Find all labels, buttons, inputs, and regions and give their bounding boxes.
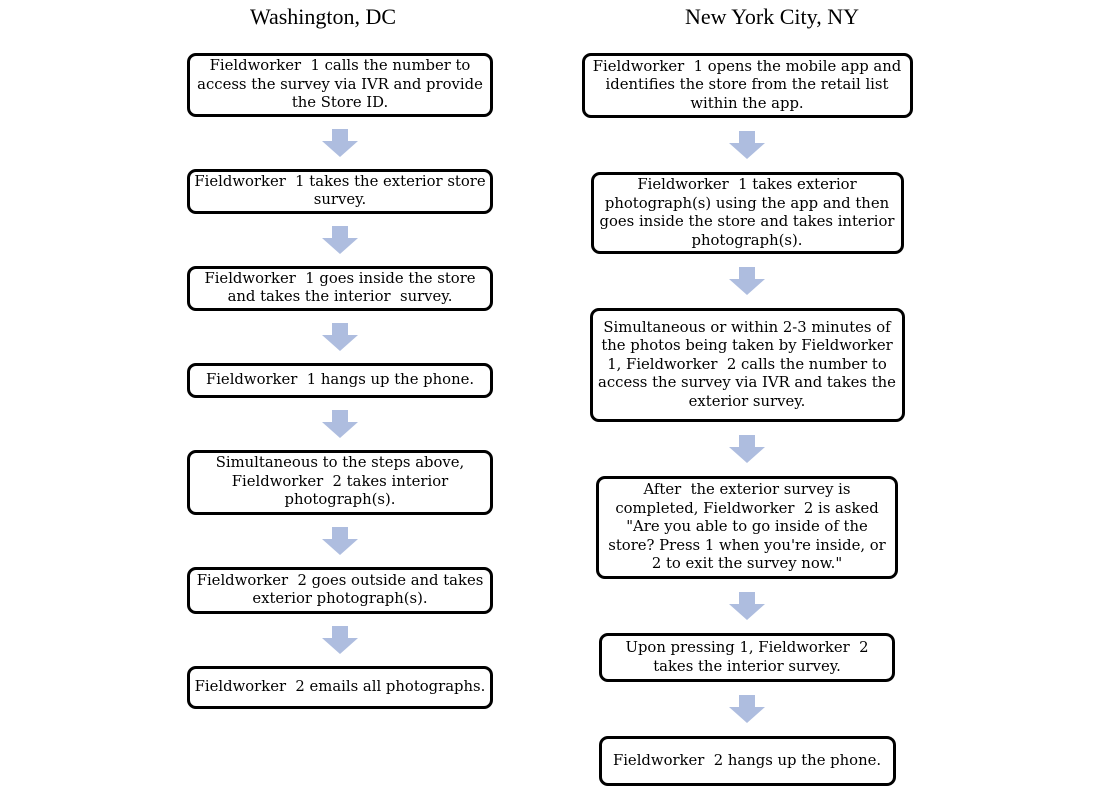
down-arrow-icon bbox=[322, 128, 358, 157]
step-text: Fieldworker 1 opens the mobile app and i… bbox=[592, 57, 902, 112]
step-text: Fieldworker 2 emails all photographs. bbox=[194, 677, 486, 695]
step-text: Simultaneous or within 2-3 minutes of th… bbox=[598, 318, 896, 410]
dc-step-6: Fieldworker 2 goes outside and takes ext… bbox=[187, 566, 493, 614]
down-arrow-icon bbox=[729, 592, 765, 620]
dc-step-1: Fieldworker 1 calls the number to access… bbox=[187, 53, 493, 117]
ny-step-5: Upon pressing 1, Fieldworker 2 takes the… bbox=[599, 633, 895, 682]
step-text: Fieldworker 1 hangs up the phone. bbox=[205, 370, 475, 388]
down-arrow-icon bbox=[729, 131, 765, 159]
column-title-washington-dc: Washington, DC bbox=[249, 4, 397, 29]
column-title-new-york: New York City, NY bbox=[685, 4, 859, 29]
ny-step-4: After the exterior survey is completed, … bbox=[596, 476, 898, 579]
dc-step-5: Simultaneous to the steps above, Fieldwo… bbox=[187, 449, 493, 515]
down-arrow-icon bbox=[322, 409, 358, 438]
ny-step-1: Fieldworker 1 opens the mobile app and i… bbox=[581, 53, 913, 118]
step-text: Simultaneous to the steps above, Fieldwo… bbox=[215, 454, 465, 509]
down-arrow-icon bbox=[729, 267, 765, 295]
step-text: Upon pressing 1, Fieldworker 2 takes the… bbox=[625, 639, 869, 675]
down-arrow-icon bbox=[729, 435, 765, 463]
dc-step-3: Fieldworker 1 goes inside the store and … bbox=[187, 265, 493, 311]
down-arrow-icon bbox=[729, 695, 765, 723]
dc-step-4: Fieldworker 1 hangs up the phone. bbox=[187, 362, 493, 398]
step-text: Fieldworker 2 goes outside and takes ext… bbox=[196, 571, 484, 608]
step-text: Fieldworker 2 hangs up the phone. bbox=[612, 751, 882, 769]
down-arrow-icon bbox=[322, 526, 358, 555]
ny-step-3: Simultaneous or within 2-3 minutes of th… bbox=[589, 308, 905, 422]
ny-step-6: Fieldworker 2 hangs up the phone. bbox=[598, 736, 896, 786]
step-text: Fieldworker 1 takes the exterior store s… bbox=[194, 172, 486, 209]
step-text: Fieldworker 1 takes exterior photograph(… bbox=[599, 176, 895, 249]
down-arrow-icon bbox=[322, 625, 358, 654]
dc-step-2: Fieldworker 1 takes the exterior store s… bbox=[187, 168, 493, 214]
step-text: After the exterior survey is completed, … bbox=[608, 481, 886, 573]
step-text: Fieldworker 1 goes inside the store and … bbox=[204, 269, 476, 306]
flowchart-column-washington-dc: Washington, DC Fieldworker 1 calls the n… bbox=[186, 0, 494, 709]
step-text: Fieldworker 1 calls the number to access… bbox=[197, 57, 483, 111]
flowchart-column-new-york: New York City, NY Fieldworker 1 opens th… bbox=[581, 0, 913, 786]
down-arrow-icon bbox=[322, 322, 358, 351]
ny-step-2: Fieldworker 1 takes exterior photograph(… bbox=[590, 172, 904, 254]
dc-step-7: Fieldworker 2 emails all photographs. bbox=[187, 665, 493, 709]
down-arrow-icon bbox=[322, 225, 358, 254]
